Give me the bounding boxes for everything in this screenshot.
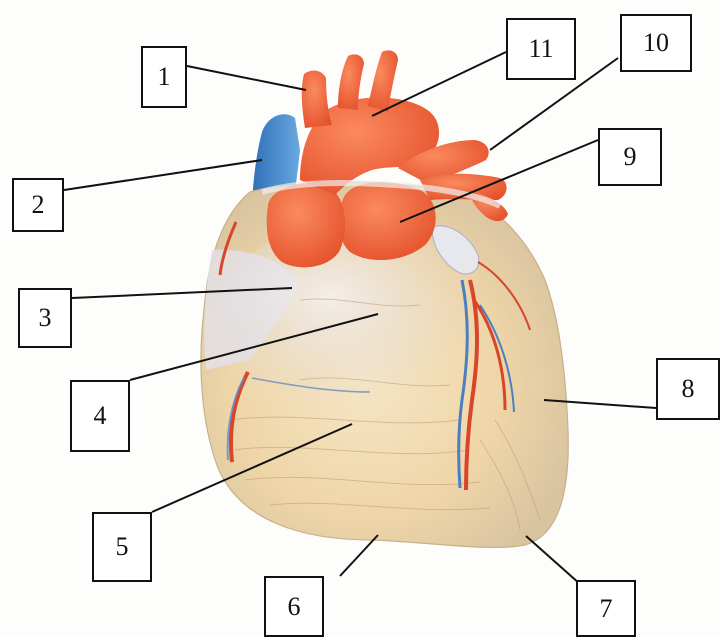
label-3: 3 [18,288,72,348]
label-10: 10 [620,14,692,72]
leader-line-2 [64,160,262,190]
brachiocephalic-trunk [302,71,332,128]
label-6: 6 [264,576,324,637]
label-7: 7 [576,580,636,637]
label-11: 11 [506,18,576,80]
ascending-aorta [267,183,345,267]
label-9: 9 [598,128,662,186]
label-4: 4 [70,380,130,452]
label-2: 2 [12,178,64,232]
label-5: 5 [92,512,152,582]
leader-line-7 [526,536,580,584]
leader-line-1 [187,66,306,90]
leader-line-6 [340,535,378,576]
label-1: 1 [141,46,187,108]
label-8: 8 [656,358,720,420]
